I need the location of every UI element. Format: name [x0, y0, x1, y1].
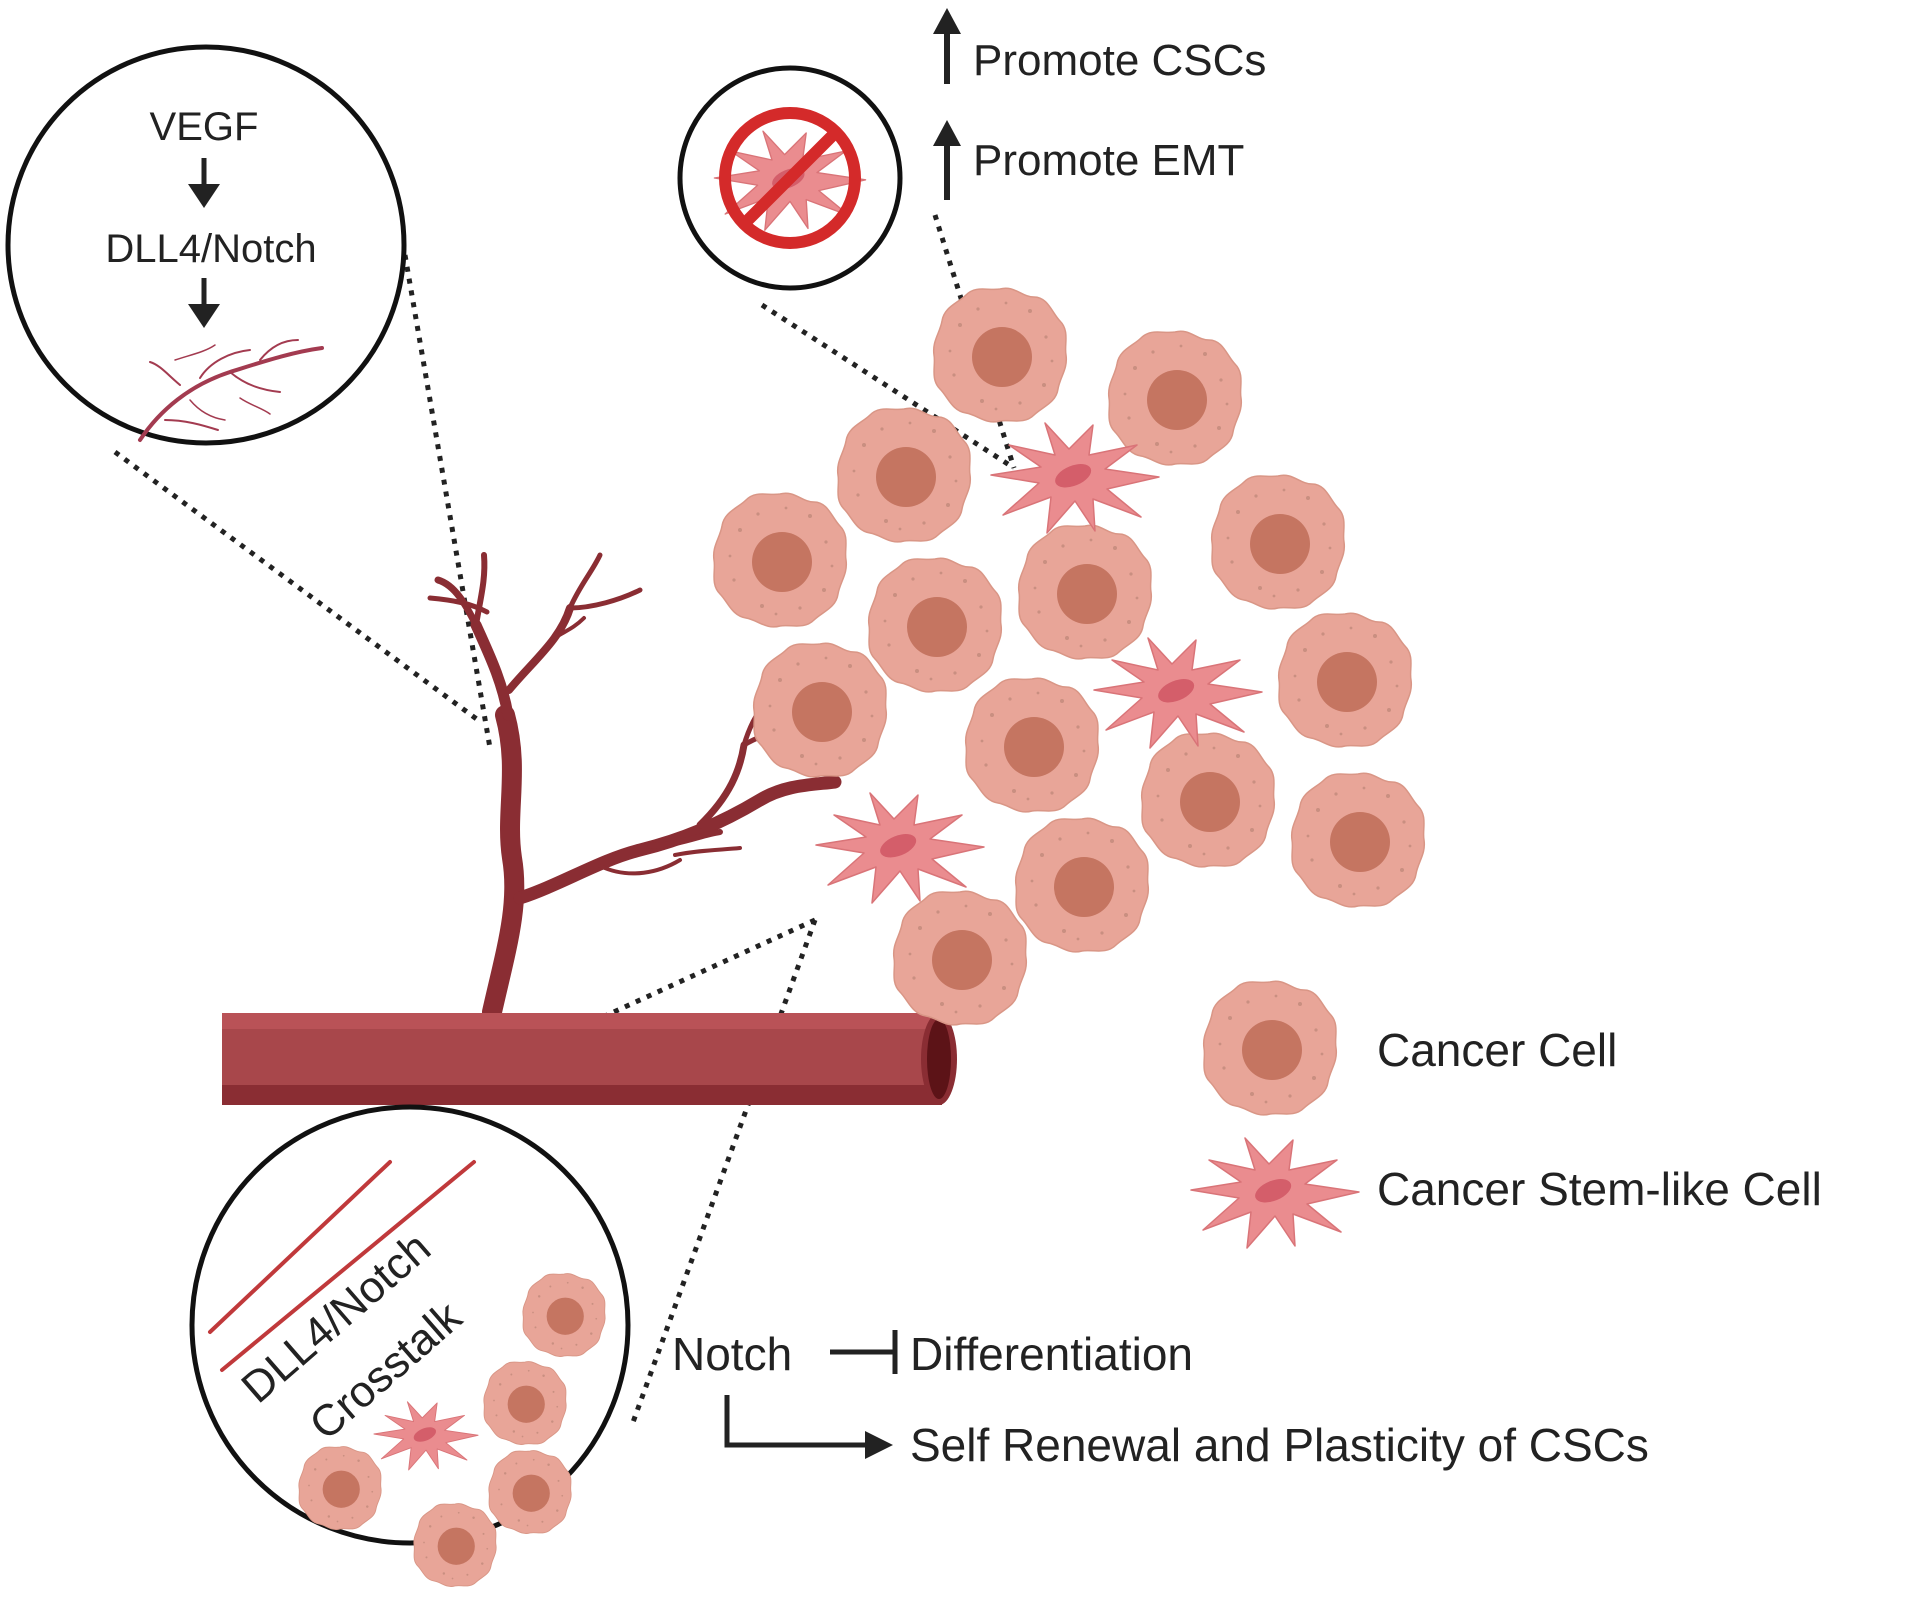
promote-cscs-label: Promote CSCs	[973, 36, 1266, 85]
legend-cancer-cell-label: Cancer Cell	[1377, 1024, 1617, 1076]
notch-label: Notch	[672, 1328, 792, 1380]
legend-csc-label: Cancer Stem-like Cell	[1377, 1163, 1822, 1215]
cancer-cell	[1140, 732, 1276, 868]
legend-csc-icon	[1190, 1137, 1360, 1249]
cancer-cell	[1210, 474, 1346, 610]
up-arrow-icon	[933, 120, 961, 200]
notch-pathway: Notch Differentiation Self Renewal and P…	[672, 1328, 1649, 1471]
cancer-cell	[522, 1273, 606, 1357]
inhibition-bar-icon	[830, 1330, 898, 1374]
cancer-cell	[1014, 817, 1150, 953]
promote-cscs-row: Promote CSCs	[933, 8, 1266, 85]
cancer-cell	[712, 492, 848, 628]
cancer-cell	[413, 1503, 497, 1587]
dll4-notch-label: DLL4/Notch	[105, 227, 316, 271]
vegf-inset: VEGF DLL4/Notch	[5, 44, 407, 446]
cancer-cell	[932, 287, 1068, 423]
cancer-cell	[488, 1450, 572, 1534]
legend-cancer-cell-icon	[1202, 980, 1338, 1116]
emt-inset	[677, 65, 903, 291]
cancer-cell	[483, 1361, 567, 1445]
csc-cell	[815, 792, 985, 904]
legend: Cancer Cell Cancer Stem-like Cell	[1190, 980, 1822, 1249]
cancer-cell	[1290, 772, 1426, 908]
down-arrow-icon	[188, 158, 220, 208]
cancer-cell	[836, 407, 972, 543]
capillary-network-icon	[138, 339, 324, 442]
right-arrow-icon	[724, 1395, 893, 1459]
down-arrow-icon	[188, 278, 220, 328]
cancer-cell	[1017, 524, 1153, 660]
vessel-branches	[427, 552, 842, 1022]
promote-emt-row: Promote EMT	[933, 120, 1244, 200]
cancer-cell	[752, 642, 888, 778]
differentiation-label: Differentiation	[910, 1328, 1193, 1380]
promote-emt-label: Promote EMT	[973, 136, 1244, 185]
tumor-cluster	[712, 287, 1426, 1026]
cancer-cell	[1107, 330, 1243, 466]
cancer-cell	[1277, 612, 1413, 748]
cancer-cell	[892, 890, 1028, 1026]
vegf-label: VEGF	[150, 105, 259, 149]
prohibition-icon	[719, 107, 861, 249]
csc-cell	[1093, 637, 1263, 749]
blood-vessel	[222, 552, 957, 1105]
vessel-wall-lines	[208, 1160, 476, 1372]
cancer-cell	[867, 557, 1003, 693]
up-arrow-icon	[933, 8, 961, 84]
crosstalk-inset: DLL4/Notch Crosstalk	[189, 1104, 631, 1587]
cancer-cell	[964, 677, 1100, 813]
self-renewal-label: Self Renewal and Plasticity of CSCs	[910, 1419, 1649, 1471]
cancer-cell	[298, 1446, 382, 1530]
